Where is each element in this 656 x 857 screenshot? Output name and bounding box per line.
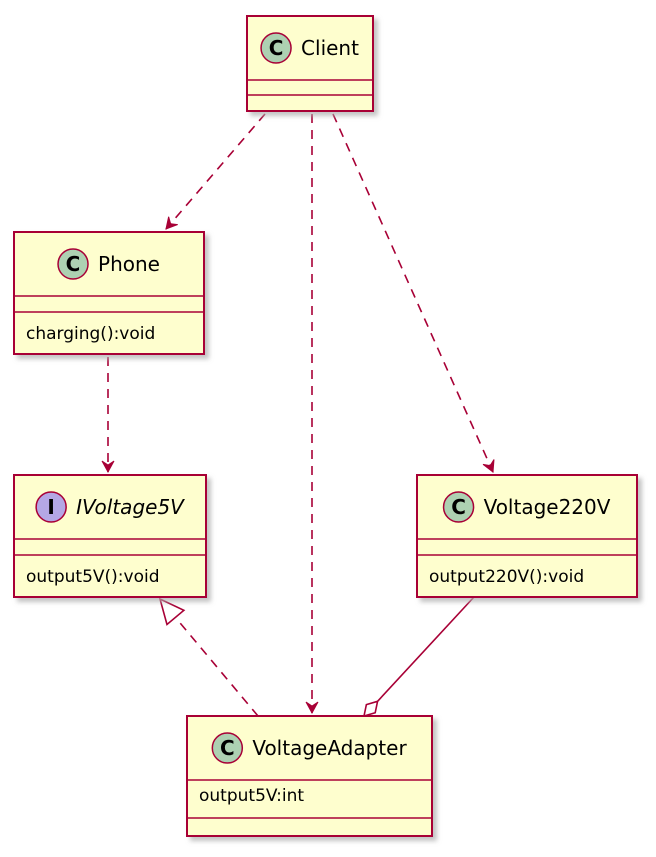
- badge-letter: C: [269, 36, 284, 60]
- class-field: output5V:int: [199, 786, 304, 806]
- relation-volt220-adapter: [362, 596, 475, 718]
- interface-badge-icon: I: [35, 491, 67, 523]
- class-name: VoltageAdapter: [252, 736, 407, 760]
- class-method: output5V():void: [26, 567, 160, 587]
- class-box-frame: [246, 15, 374, 112]
- class-box-frame: [186, 715, 433, 837]
- class-method: output220V():void: [429, 567, 584, 587]
- class-badge-icon: C: [260, 32, 292, 64]
- class-box-client[interactable]: Client C: [246, 15, 374, 112]
- class-name: IVoltage5V: [76, 495, 185, 519]
- realization-triangle-icon: [158, 597, 186, 626]
- class-badge-icon: C: [442, 491, 475, 523]
- class-badge-icon: C: [57, 248, 89, 280]
- class-name: Phone: [98, 252, 160, 276]
- relation-client-volt220: [332, 113, 495, 473]
- class-badge-icon: C: [211, 732, 244, 764]
- relation-adapter-ivolt5: [158, 597, 259, 717]
- badge-letter: C: [220, 736, 235, 760]
- aggregation-diamond-icon: [362, 700, 379, 718]
- relation-client-phone: [165, 113, 266, 230]
- badge-letter: I: [47, 495, 54, 519]
- class-name: Voltage220V: [484, 495, 611, 519]
- badge-letter: C: [66, 252, 81, 276]
- class-method: charging():void: [26, 324, 155, 344]
- badge-letter: C: [451, 495, 466, 519]
- class-name: Client: [301, 36, 359, 60]
- class-box-frame: [13, 231, 205, 355]
